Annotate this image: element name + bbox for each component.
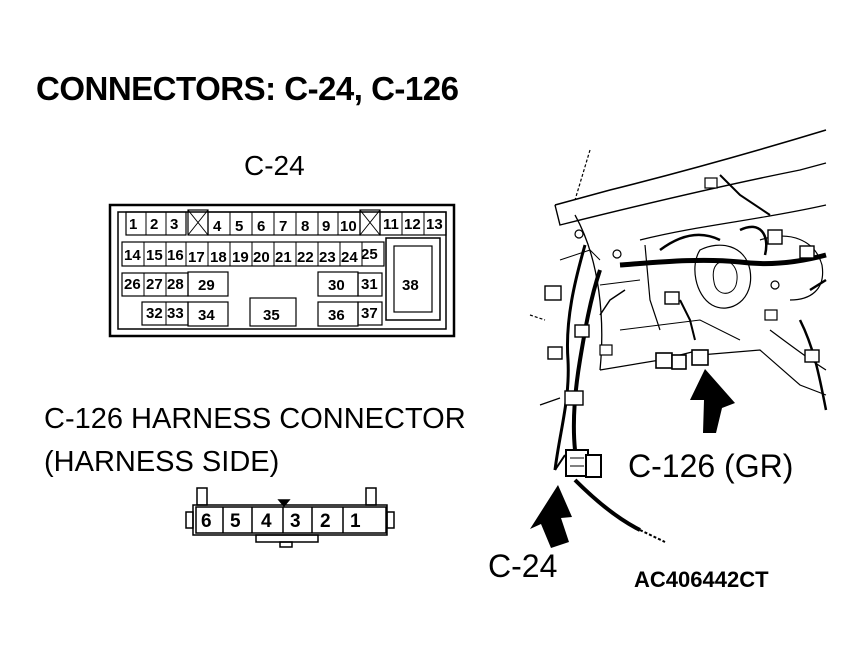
c126-heading-line1: C-126 HARNESS CONNECTOR [44, 403, 466, 435]
c24-pin: 20 [253, 249, 270, 266]
c24-pin: 24 [341, 249, 358, 266]
c24-pin: 32 [146, 305, 163, 322]
c126-pin: 6 [201, 511, 212, 532]
c24-pin: 15 [146, 247, 163, 264]
c24-pin: 11 [383, 216, 399, 233]
c24-pin: 2 [150, 216, 158, 233]
c24-pin: 8 [301, 218, 309, 235]
c24-pin: 29 [198, 277, 215, 294]
c24-pointer-arrow [530, 485, 572, 548]
c24-pin: 28 [167, 276, 184, 293]
c24-pin: 14 [124, 247, 141, 264]
dashboard-harness-illustration [529, 129, 828, 543]
c24-pin: 27 [146, 276, 163, 293]
c24-pin: 33 [167, 305, 184, 322]
c24-pin: 21 [275, 249, 292, 266]
c24-pin: 22 [297, 249, 314, 266]
c126-pin: 1 [350, 511, 361, 532]
figure-id: AC406442CT [634, 567, 769, 592]
c24-pin: 16 [167, 247, 184, 264]
c24-pin: 7 [279, 218, 287, 235]
c24-pin: 25 [361, 246, 378, 263]
page-title: CONNECTORS: C-24, C-126 [36, 70, 459, 107]
c126-location-callout: C-126 (GR) [628, 448, 794, 484]
c24-pin: 31 [361, 276, 378, 293]
c24-pin: 5 [235, 218, 243, 235]
c126-pin-labels: 6 5 4 3 2 1 [201, 511, 361, 532]
c24-pin: 17 [188, 249, 205, 266]
c24-pin: 10 [340, 218, 357, 235]
c24-pin: 1 [129, 216, 137, 233]
c24-pin: 4 [213, 218, 222, 235]
c24-connector-label: C-24 [244, 150, 305, 181]
c24-pin: 18 [210, 249, 227, 266]
c126-pin: 2 [320, 511, 331, 532]
c126-pin: 4 [261, 511, 272, 532]
c24-pin: 13 [426, 216, 443, 233]
c24-pin: 26 [124, 276, 141, 293]
c126-pin: 3 [290, 511, 301, 532]
c24-pin: 37 [361, 305, 378, 322]
c24-pin-labels: 1 2 3 4 5 6 7 8 9 10 11 12 13 14 15 16 1… [124, 216, 443, 324]
c24-pin: 9 [322, 218, 330, 235]
c24-pin: 3 [170, 216, 178, 233]
c24-pin: 34 [198, 307, 215, 324]
c24-connector-face [108, 203, 456, 338]
c126-pointer-arrow [690, 369, 735, 433]
c24-pin: 38 [402, 277, 419, 294]
c126-pin: 5 [230, 511, 241, 532]
c24-pin: 35 [263, 307, 280, 324]
c126-connector-face [185, 487, 395, 548]
c24-pin: 19 [232, 249, 249, 266]
c24-pin: 23 [319, 249, 336, 266]
c24-location-callout: C-24 [488, 548, 558, 584]
c24-pin: 12 [404, 216, 421, 233]
c24-pin: 6 [257, 218, 265, 235]
c126-heading-line2: (HARNESS SIDE) [44, 446, 280, 478]
c24-pin: 36 [328, 307, 345, 324]
c24-pin: 30 [328, 277, 345, 294]
